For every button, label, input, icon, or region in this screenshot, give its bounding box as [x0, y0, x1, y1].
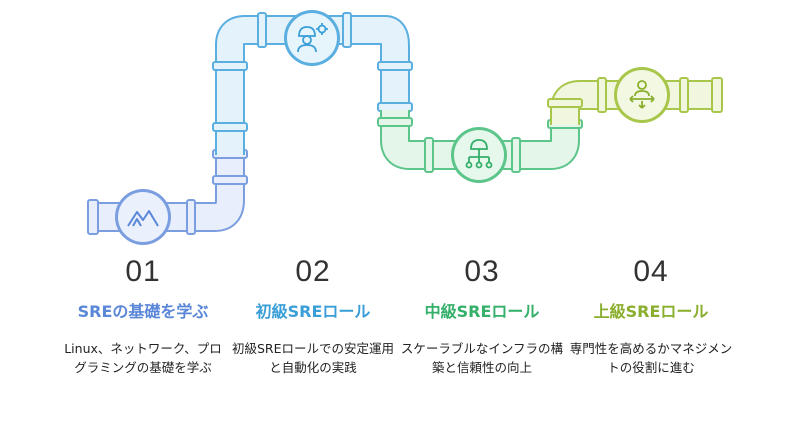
step-description: 専門性を高めるかマネジメントの役割に進む	[569, 341, 733, 375]
step-title: 上級SREロール	[593, 302, 709, 321]
pipe-segment-4	[547, 77, 723, 125]
step-2: 02 初級SREロール 初級SREロールでの安定運用と自動化の実践	[228, 255, 398, 377]
step-number: 01	[125, 255, 161, 288]
node-4	[614, 67, 670, 123]
node-1	[115, 189, 171, 245]
step-title: 中級SREロール	[424, 302, 540, 321]
node-3	[451, 127, 507, 183]
step-description: Linux、ネットワーク、プログラミングの基礎を学ぶ	[64, 341, 222, 375]
step-title: SREの基礎を学ぶ	[77, 302, 209, 321]
step-4: 04 上級SREロール 専門性を高めるかマネジメントの役割に進む	[566, 255, 736, 377]
step-number: 04	[633, 255, 669, 288]
mountain-icon	[127, 210, 159, 227]
step-number: 02	[295, 255, 331, 288]
node-2	[284, 10, 340, 66]
step-description: スケーラブルなインフラの構築と信頼性の向上	[400, 341, 564, 375]
hierarchy-icon	[465, 139, 493, 169]
step-number: 03	[464, 255, 500, 288]
step-description: 初級SREロールでの安定運用と自動化の実践	[231, 341, 395, 375]
manager-arrows-icon	[629, 80, 655, 109]
step-1: 01 SREの基礎を学ぶ Linux、ネットワーク、プログラミングの基礎を学ぶ	[58, 255, 228, 377]
step-3: 03 中級SREロール スケーラブルなインフラの構築と信頼性の向上	[397, 255, 567, 377]
step-title: 初級SREロール	[255, 302, 371, 321]
engineer-gear-icon	[297, 23, 328, 53]
